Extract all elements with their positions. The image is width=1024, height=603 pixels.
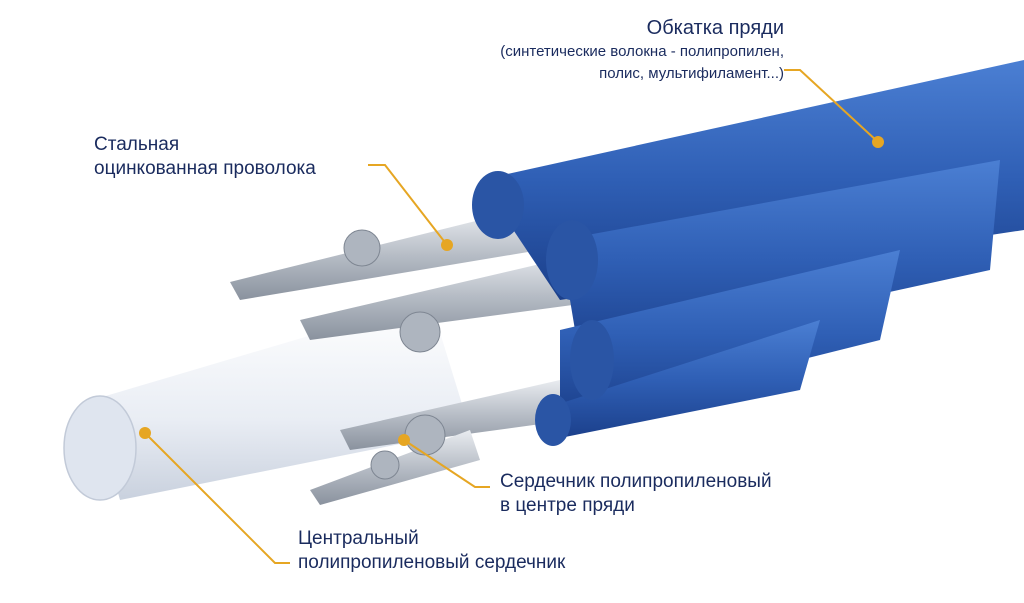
- dot-strand-core: [398, 434, 410, 446]
- label-strand-wrap-detail-2: полис, мультифиламент...): [599, 64, 784, 82]
- label-strand-core-line1: Сердечник полипропиленовый: [500, 471, 772, 492]
- central-core: [63, 300, 470, 501]
- leader-strand-core: [403, 439, 490, 488]
- label-strand-wrap-title: Обкатка пряди: [646, 17, 784, 39]
- label-strand-core-line2: в центре пряди: [500, 494, 635, 516]
- label-steel-wire-line1: Стальная: [94, 134, 180, 155]
- label-central-core-line1: Центральный: [298, 528, 419, 549]
- leader-central-core: [144, 432, 290, 564]
- leader-wrap: [784, 69, 879, 143]
- label-strand-wrap: Обкатка пряди (синтетические волокна - п…: [500, 16, 784, 85]
- label-central-core: Центральный полипропиленовый сердечник: [298, 527, 565, 575]
- leader-dots: [139, 136, 884, 446]
- label-central-core-line2: полипропиленовый сердечник: [298, 551, 566, 573]
- dot-wrap: [872, 136, 884, 148]
- label-steel-wire-line2: оцинкованная проволока: [94, 157, 316, 179]
- label-strand-core: Сердечник полипропиленовый в центре пряд…: [500, 470, 772, 518]
- leader-lines: [144, 69, 879, 564]
- steel-strands: [230, 210, 610, 505]
- dot-central-core: [139, 427, 151, 439]
- leader-steel: [368, 164, 448, 246]
- dot-steel: [441, 239, 453, 251]
- blue-wrapped-strands: [472, 60, 1024, 446]
- label-strand-wrap-detail-1: (синтетические волокна - полипропилен,: [500, 43, 784, 60]
- label-steel-wire: Стальная оцинкованная проволока: [94, 133, 316, 181]
